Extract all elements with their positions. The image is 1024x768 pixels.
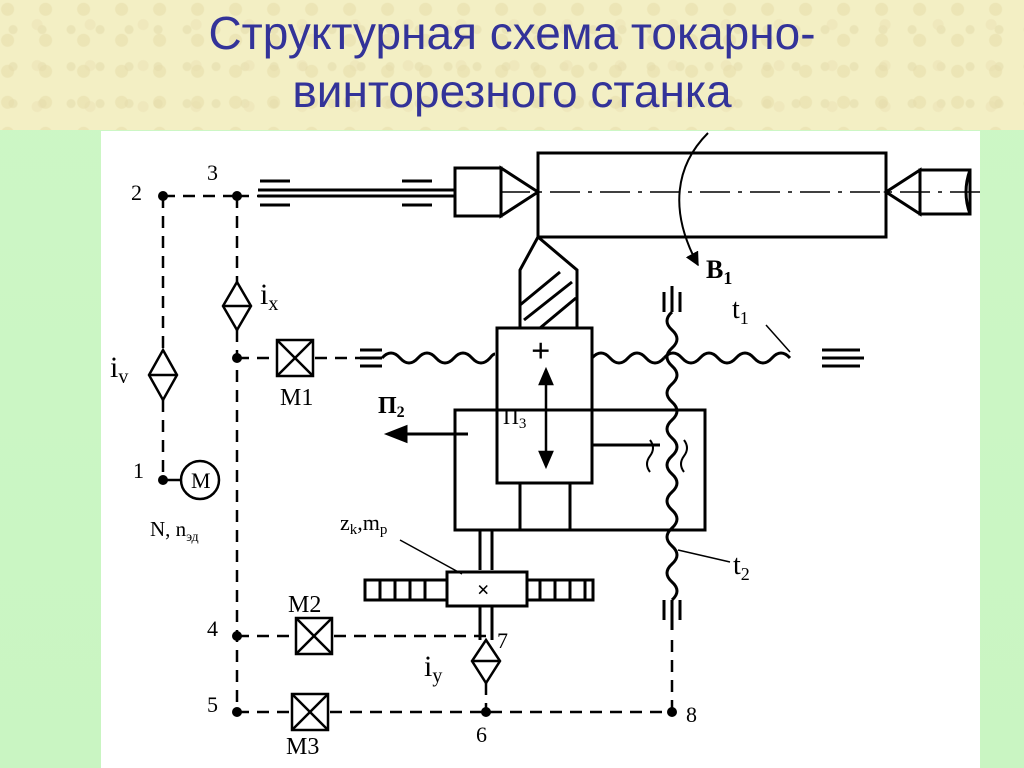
motor-params-label: N, nэд <box>150 517 199 545</box>
p3-label: П3 <box>503 404 526 432</box>
lead-screw <box>646 286 731 630</box>
motor-icon <box>163 459 221 501</box>
ix-label: ix <box>260 278 278 315</box>
iv-ratio-icon <box>147 347 179 403</box>
tailstock-center <box>883 167 972 217</box>
iy-label: iy <box>424 650 442 687</box>
rotation-arrow-b1 <box>678 132 709 267</box>
title-band <box>0 0 1024 130</box>
clutch-m1-icon <box>275 338 315 378</box>
zk-mp-label: zk,mp <box>340 510 387 538</box>
t1-label: t1 <box>732 294 749 328</box>
clutch-m3-label: M3 <box>286 734 319 760</box>
title-line-1: Структурная схема токарно- <box>208 7 816 59</box>
dashed-chain-lines <box>161 194 674 714</box>
b1-label: B1 <box>706 255 732 288</box>
cross-slide <box>495 326 594 485</box>
spindle-shaft <box>258 179 455 207</box>
diagram-labels: 2 3 1 4 5 6 7 8 ix iv iy M N, nэд M1 M2 … <box>110 160 750 760</box>
node-label-8: 8 <box>686 702 697 727</box>
motor-letter: M <box>191 468 211 493</box>
t2-label: t2 <box>733 550 750 584</box>
page-title: Структурная схема токарно- винторезного … <box>0 4 1024 120</box>
clutch-m3-icon <box>290 692 330 732</box>
pinion-cross: × <box>477 577 490 602</box>
node-label-2: 2 <box>131 180 142 205</box>
node-label-6: 6 <box>476 722 487 747</box>
clutch-m2-icon <box>294 616 334 656</box>
title-line-2: винторезного станка <box>292 65 732 117</box>
p3-feed-arrow <box>538 366 554 470</box>
clutch-m2-label: M2 <box>288 592 321 618</box>
node-label-3: 3 <box>207 160 218 185</box>
carriage-apron <box>453 408 707 532</box>
node-label-4: 4 <box>207 616 218 641</box>
p2-feed-arrow <box>383 424 468 444</box>
cutting-tool <box>518 234 579 330</box>
iv-label: iv <box>110 351 128 388</box>
node-label-5: 5 <box>207 692 218 717</box>
p2-label: П2 <box>378 393 405 421</box>
node-label-1: 1 <box>133 458 144 483</box>
workpiece <box>500 151 980 239</box>
rack-pinion <box>363 530 595 640</box>
clutch-m1-label: M1 <box>280 385 313 411</box>
cross-feed-screw <box>360 324 864 368</box>
iy-ratio-icon <box>470 637 502 686</box>
plus-sign: + <box>531 333 550 370</box>
ix-ratio-icon <box>221 279 253 333</box>
node-label-7: 7 <box>497 628 508 653</box>
